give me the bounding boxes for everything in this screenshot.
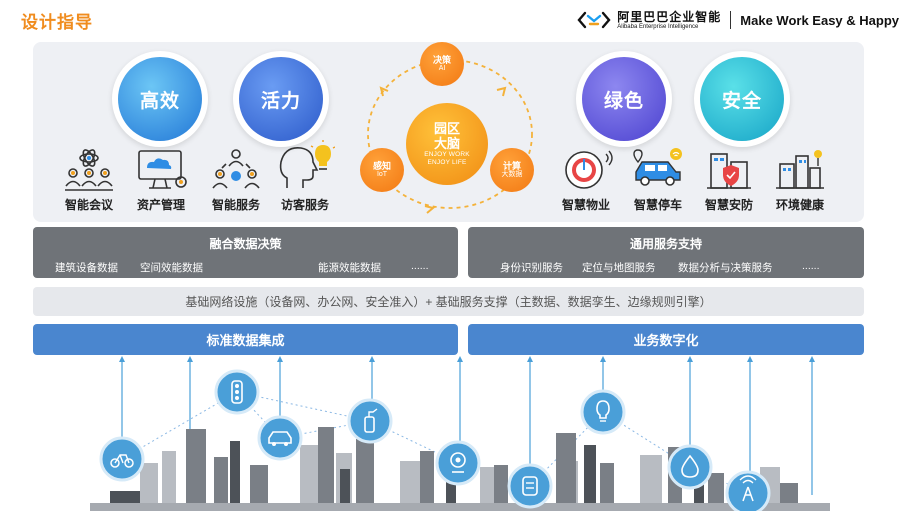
visitor-head-icon (279, 140, 335, 188)
common-services-band: 通用服务支持 身份识别服务 定位与地图服务 数据分析与决策服务 ...... (468, 227, 864, 278)
camera-icon (435, 440, 481, 486)
park-brain: 园区 大脑 ENJOY WORK ENJOY LIFE (406, 103, 488, 185)
scene-environment-health: 环境健康 (765, 146, 835, 213)
water-drop-icon (667, 444, 713, 490)
meeting-icon (65, 149, 113, 191)
scene-smart-parking: 智慧停车 (623, 146, 693, 213)
light-bulb-icon (580, 389, 626, 435)
value-efficient: 高效 (118, 57, 202, 141)
service-item: 定位与地图服务 (582, 262, 656, 274)
scene-label: 环境健康 (775, 198, 824, 212)
node-computing: 计算 大数据 (490, 148, 534, 192)
value-circle-efficient: 高效 (112, 51, 208, 147)
fire-extinguisher-icon (347, 398, 393, 444)
business-digitalization-band: 业务数字化 (468, 324, 864, 355)
alibaba-logo-icon (577, 11, 611, 29)
node-computing-cn: 计算 (502, 160, 521, 171)
city-skyline-illustration (90, 356, 830, 511)
value-green: 绿色 (582, 57, 666, 141)
node-decision-cn: 决策 (432, 54, 451, 65)
infrastructure-band: 基础网络设施（设备网、办公网、安全准入）+ 基础服务支撑（主数据、数据孪生、边缘… (33, 287, 864, 316)
value-vitality: 活力 (239, 57, 323, 141)
node-computing-en: 大数据 (501, 171, 523, 179)
fusion-title: 融合数据决策 (209, 237, 282, 251)
value-circle-vitality: 活力 (233, 51, 329, 147)
service-item: 身份识别服务 (500, 262, 563, 274)
node-decision: 决策 AI (420, 42, 464, 86)
common-services-title: 通用服务支持 (629, 237, 702, 251)
standard-data-integration-band: 标准数据集成 (33, 324, 458, 355)
brand-name-cn: 阿里巴巴企业智能 (617, 9, 722, 24)
cycle-ring (367, 59, 533, 214)
city-environment-icon (776, 150, 824, 189)
value-safety: 安全 (700, 57, 784, 141)
scene-label: 智慧停车 (633, 198, 682, 212)
node-perception-cn: 感知 (372, 160, 391, 171)
scene-label: 智慧安防 (704, 198, 753, 212)
brain-subtitle-1: ENJOY WORK (424, 151, 470, 159)
scene-smart-security: 智慧安防 (694, 146, 764, 213)
scene-label: 资产管理 (136, 198, 185, 212)
scene-label: 智慧物业 (561, 198, 610, 212)
car-icon (633, 148, 682, 186)
car-icon (257, 415, 303, 461)
value-circle-safety: 安全 (694, 51, 790, 147)
value-circle-green: 绿色 (576, 51, 672, 147)
fusion-item: 空间效能数据 (140, 262, 203, 274)
brain-title-line2: 大脑 (433, 135, 460, 151)
service-item: 数据分析与决策服务 (678, 262, 773, 274)
node-perception: 感知 IoT (360, 148, 404, 192)
upward-arrows (121, 361, 813, 495)
gauge-icon (565, 150, 613, 189)
fusion-item: ...... (411, 260, 429, 272)
service-people-icon (212, 149, 260, 189)
scene-smart-meeting: 智能会议 (54, 146, 124, 213)
scene-visitor-service: 访客服务 (270, 140, 340, 213)
scene-label: 智能会议 (64, 198, 113, 212)
page-title: 设计指导 (21, 13, 93, 32)
brand-logo: 阿里巴巴企业智能 Alibaba Enterprise Intelligence… (577, 9, 899, 31)
shield-building-icon (707, 153, 751, 189)
service-item: ...... (802, 260, 820, 272)
asset-monitor-icon (138, 150, 187, 189)
iot-icons (99, 369, 771, 511)
scene-smart-service: 智能服务 (201, 146, 271, 213)
fusion-data-decision-band: 融合数据决策 建筑设备数据 空间效能数据 能源效能数据 ...... (33, 227, 458, 278)
fusion-item: 能源效能数据 (318, 262, 381, 274)
scene-label: 访客服务 (280, 198, 329, 212)
brand-slogan: Make Work Easy & Happy (740, 12, 899, 28)
water-meter-icon (507, 463, 553, 509)
bicycle-icon (99, 436, 145, 482)
fusion-item: 建筑设备数据 (55, 262, 118, 274)
traffic-light-icon (214, 369, 260, 415)
node-perception-en: IoT (376, 171, 388, 179)
brand-divider (730, 11, 732, 29)
scene-label: 智能服务 (211, 198, 260, 212)
antenna-icon (725, 470, 771, 511)
scene-smart-property: 智慧物业 (551, 146, 621, 213)
brand-name-en: Alibaba Enterprise Intelligence (617, 23, 699, 30)
scene-asset-management: 资产管理 (126, 146, 196, 213)
brain-subtitle-2: ENJOY LIFE (427, 158, 467, 166)
brain-title-line1: 园区 (433, 120, 460, 136)
node-decision-en: AI (438, 65, 446, 73)
